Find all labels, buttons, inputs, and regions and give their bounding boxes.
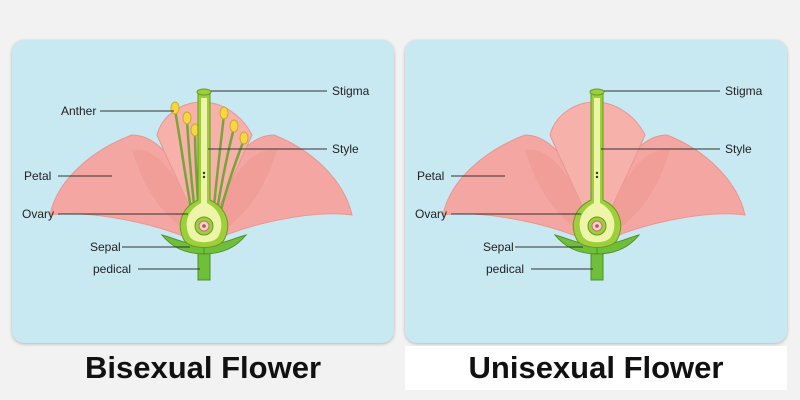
petal-label: Petal [24,169,51,183]
unisexual-flower-title: Unisexual Flower [405,346,787,390]
label-lines [451,90,720,270]
sepal-label: Sepal [483,240,514,254]
style-label: Style [725,142,752,156]
pedical-label: pedical [486,262,524,276]
stigma-label: Stigma [725,84,763,98]
labels: Stigma Anther Style Petal Ovary Sepal pe… [22,84,370,276]
unisexual-flower-panel: Stigma Style Petal Ovary Sepal pedical [405,40,787,343]
sepal-label: Sepal [90,240,121,254]
style-label: Style [332,142,359,156]
label-lines [58,90,327,270]
bisexual-flower-panel: Stigma Anther Style Petal Ovary Sepal pe… [12,40,394,343]
pedical-label: pedical [93,262,131,276]
anther-1 [170,101,180,115]
style-inner [579,98,615,243]
pedicel-stalk [590,251,604,281]
ovule-center [595,224,599,228]
style-inner [186,98,222,243]
style-dot-1 [202,171,206,175]
labels: Stigma Style Petal Ovary Sepal pedical [415,84,763,276]
style-dot-1 [595,171,599,175]
anther-label: Anther [61,104,96,118]
anther-4 [219,106,229,120]
anther-2 [182,111,192,125]
style-dot-2 [202,175,206,179]
stigma-cap [589,88,605,96]
stigma-cap [196,88,212,96]
stigma-label: Stigma [332,84,370,98]
ovary-label: Ovary [22,207,54,221]
anther-5 [229,119,239,133]
pistil [160,88,248,281]
petal-label: Petal [417,169,444,183]
ovary-label: Ovary [415,207,447,221]
ovule-center [202,224,206,228]
pedicel-stalk [197,251,211,281]
style-dot-2 [595,175,599,179]
bisexual-flower-diagram: Stigma Anther Style Petal Ovary Sepal pe… [22,84,370,281]
anther-6 [239,131,249,145]
bisexual-flower-title: Bisexual Flower [84,350,322,385]
pistil [553,88,641,281]
unisexual-flower-diagram: Stigma Style Petal Ovary Sepal pedical [415,84,763,281]
